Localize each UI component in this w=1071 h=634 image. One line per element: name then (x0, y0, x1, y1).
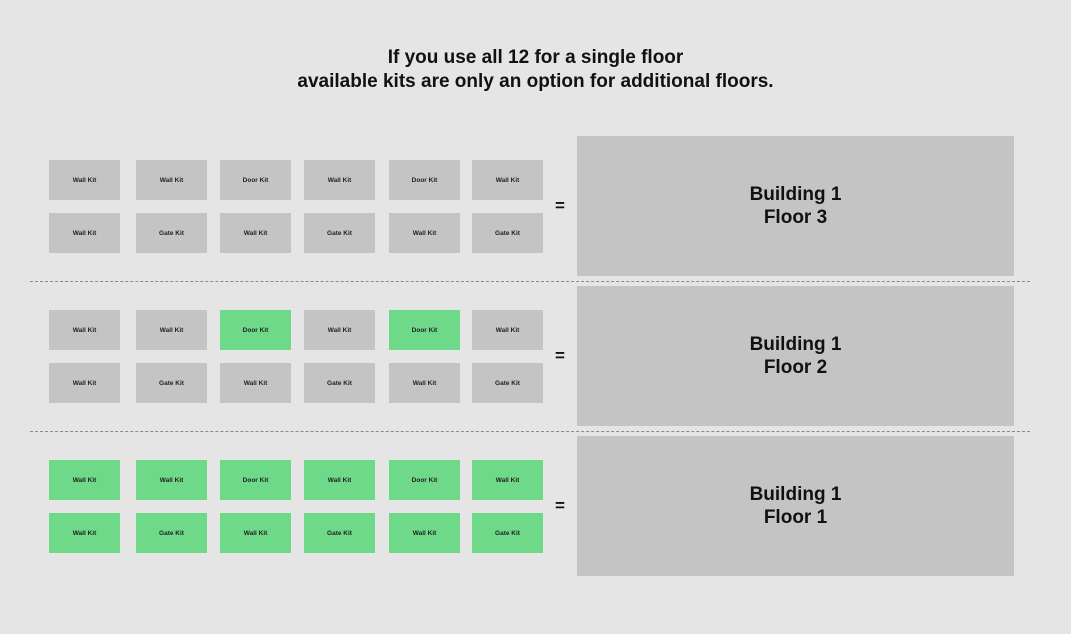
kit-tile: Wall Kit (49, 363, 120, 403)
kit-tile: Wall Kit (304, 460, 375, 500)
kit-tile: Wall Kit (220, 363, 291, 403)
floor-divider (30, 431, 1030, 432)
equals-sign: = (555, 496, 565, 515)
kit-tile: Door Kit (389, 160, 460, 200)
kit-tile: Gate Kit (472, 513, 543, 553)
title-line-2: available kits are only an option for ad… (297, 71, 774, 92)
building-label: Building 1 (749, 184, 842, 205)
floor-label: Floor 3 (763, 207, 828, 228)
kit-tile: Wall Kit (304, 310, 375, 350)
equals-sign: = (555, 196, 565, 215)
floor-label: Floor 1 (763, 507, 828, 528)
kit-tile: Wall Kit (49, 213, 120, 253)
kit-tile: Wall Kit (136, 310, 207, 350)
kit-tile: Gate Kit (136, 363, 207, 403)
kit-tile: Gate Kit (136, 513, 207, 553)
kit-tile: Gate Kit (136, 213, 207, 253)
kit-tile: Door Kit (389, 310, 460, 350)
kit-tile: Gate Kit (304, 363, 375, 403)
kit-tile: Wall Kit (136, 160, 207, 200)
kit-tile: Wall Kit (136, 460, 207, 500)
kit-tile: Door Kit (389, 460, 460, 500)
kit-tile: Door Kit (220, 160, 291, 200)
kit-tile: Wall Kit (49, 460, 120, 500)
building-label: Building 1 (749, 334, 842, 355)
kit-tile: Wall Kit (49, 513, 120, 553)
kit-tile: Gate Kit (472, 363, 543, 403)
kit-tile: Wall Kit (220, 513, 291, 553)
kit-tile: Gate Kit (472, 213, 543, 253)
kit-tile: Wall Kit (389, 363, 460, 403)
kit-tile: Wall Kit (472, 310, 543, 350)
page-title: If you use all 12 for a single floor ava… (0, 46, 1071, 94)
kit-tile: Wall Kit (220, 213, 291, 253)
kit-tile: Gate Kit (304, 513, 375, 553)
floor-label: Floor 2 (763, 357, 828, 378)
floor-divider (30, 281, 1030, 282)
kit-tile: Wall Kit (49, 160, 120, 200)
kit-tile: Wall Kit (304, 160, 375, 200)
kit-tile: Door Kit (220, 310, 291, 350)
kit-tile: Wall Kit (472, 160, 543, 200)
kit-tile: Wall Kit (389, 513, 460, 553)
kit-tile: Wall Kit (389, 213, 460, 253)
kit-tile: Wall Kit (49, 310, 120, 350)
building-label: Building 1 (749, 484, 842, 505)
kit-tile: Door Kit (220, 460, 291, 500)
equals-sign: = (555, 346, 565, 365)
kit-tile: Gate Kit (304, 213, 375, 253)
kit-tile: Wall Kit (472, 460, 543, 500)
title-line-1: If you use all 12 for a single floor (387, 47, 684, 68)
